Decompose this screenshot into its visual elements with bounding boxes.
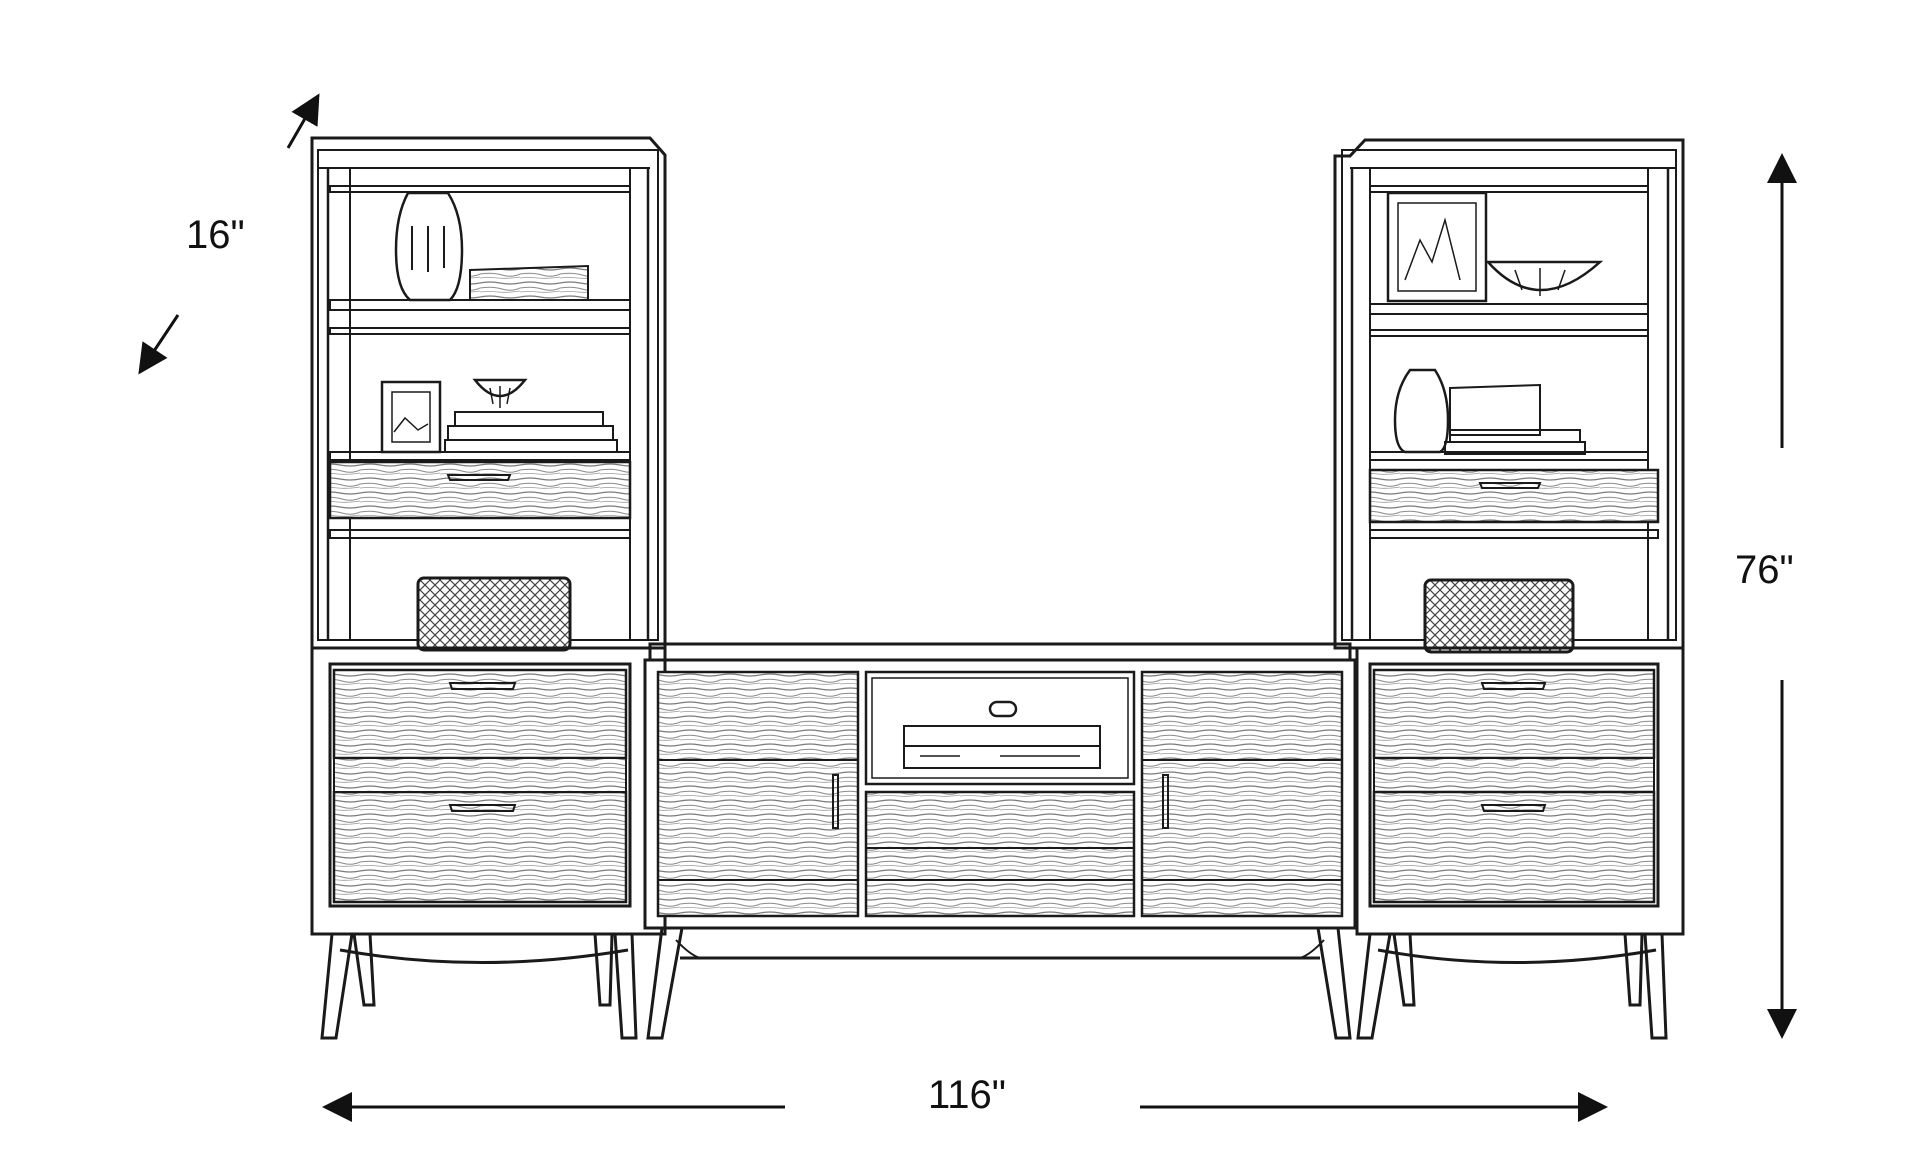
right-bookcase-pier (1333, 138, 1685, 1040)
tv-console (643, 642, 1357, 1040)
height-dimension-label: 76" (1735, 548, 1794, 592)
left-bookcase-pier (310, 136, 667, 1040)
width-dimension-label: 116" (928, 1073, 1006, 1117)
depth-dimension-label: 16" (186, 213, 245, 257)
depth-arrow (138, 93, 320, 375)
